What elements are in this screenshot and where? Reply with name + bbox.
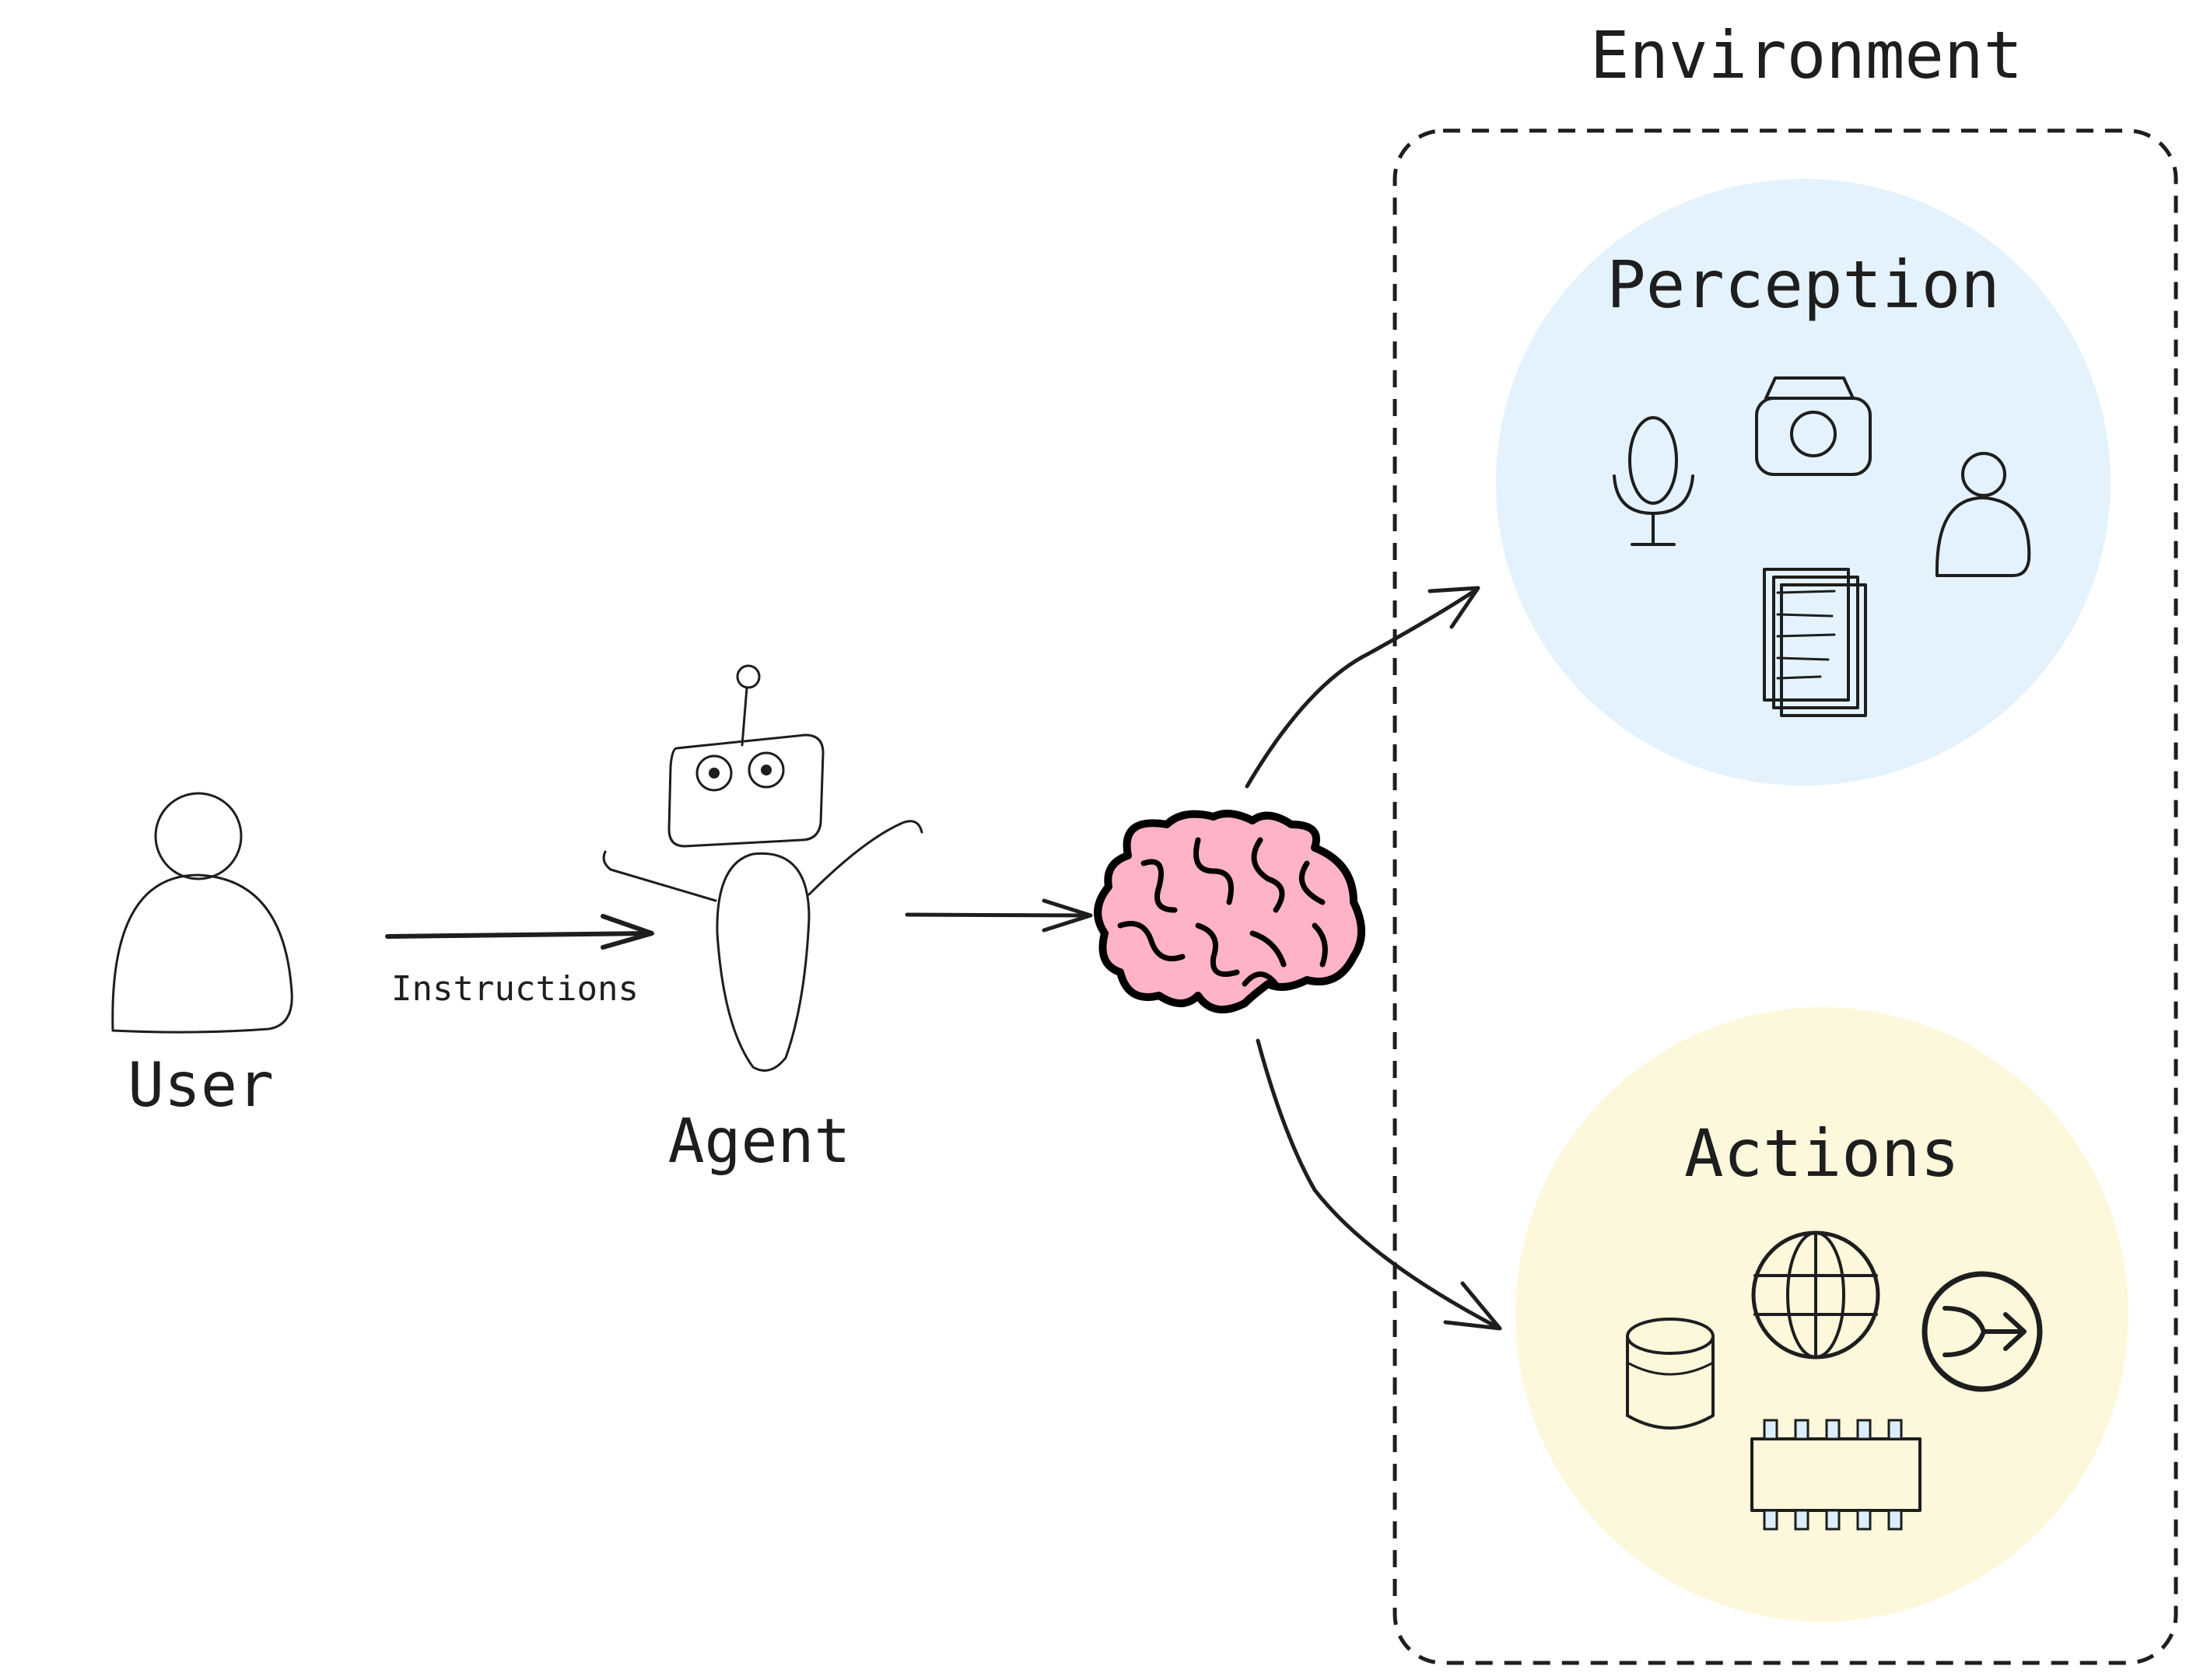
person-icon — [1935, 452, 2031, 577]
agent-label: Agent — [668, 1107, 851, 1177]
merge-arrow-icon — [1922, 1271, 2043, 1392]
agent-figure: Agent — [602, 664, 923, 1177]
instructions-label: Instructions — [391, 969, 639, 1009]
brain-to-perception-arrow — [1245, 586, 1480, 789]
perception-group: Perception — [1496, 179, 2111, 786]
globe-icon — [1751, 1230, 1880, 1360]
user-figure: User — [111, 792, 293, 1121]
actions-group: Actions — [1515, 1007, 2128, 1622]
person-icon — [111, 792, 293, 1034]
microphone-icon — [1613, 416, 1694, 546]
actions-title: Actions — [1684, 1115, 1960, 1192]
robot-icon — [602, 664, 923, 1072]
perception-title: Perception — [1606, 247, 2000, 323]
database-icon — [1626, 1318, 1715, 1430]
perception-circle — [1496, 179, 2111, 786]
environment-title: Environment — [1590, 17, 2023, 93]
user-label: User — [128, 1051, 274, 1121]
agent-to-brain-arrow — [905, 898, 1093, 933]
brain-to-actions-arrow — [1256, 1038, 1502, 1331]
environment-container — [1393, 128, 2178, 1665]
chip-icon — [1750, 1419, 1922, 1531]
camera-icon — [1755, 376, 1872, 476]
instructions-arrow — [385, 914, 654, 950]
brain-icon — [1094, 810, 1365, 1013]
documents-icon — [1763, 568, 1867, 717]
